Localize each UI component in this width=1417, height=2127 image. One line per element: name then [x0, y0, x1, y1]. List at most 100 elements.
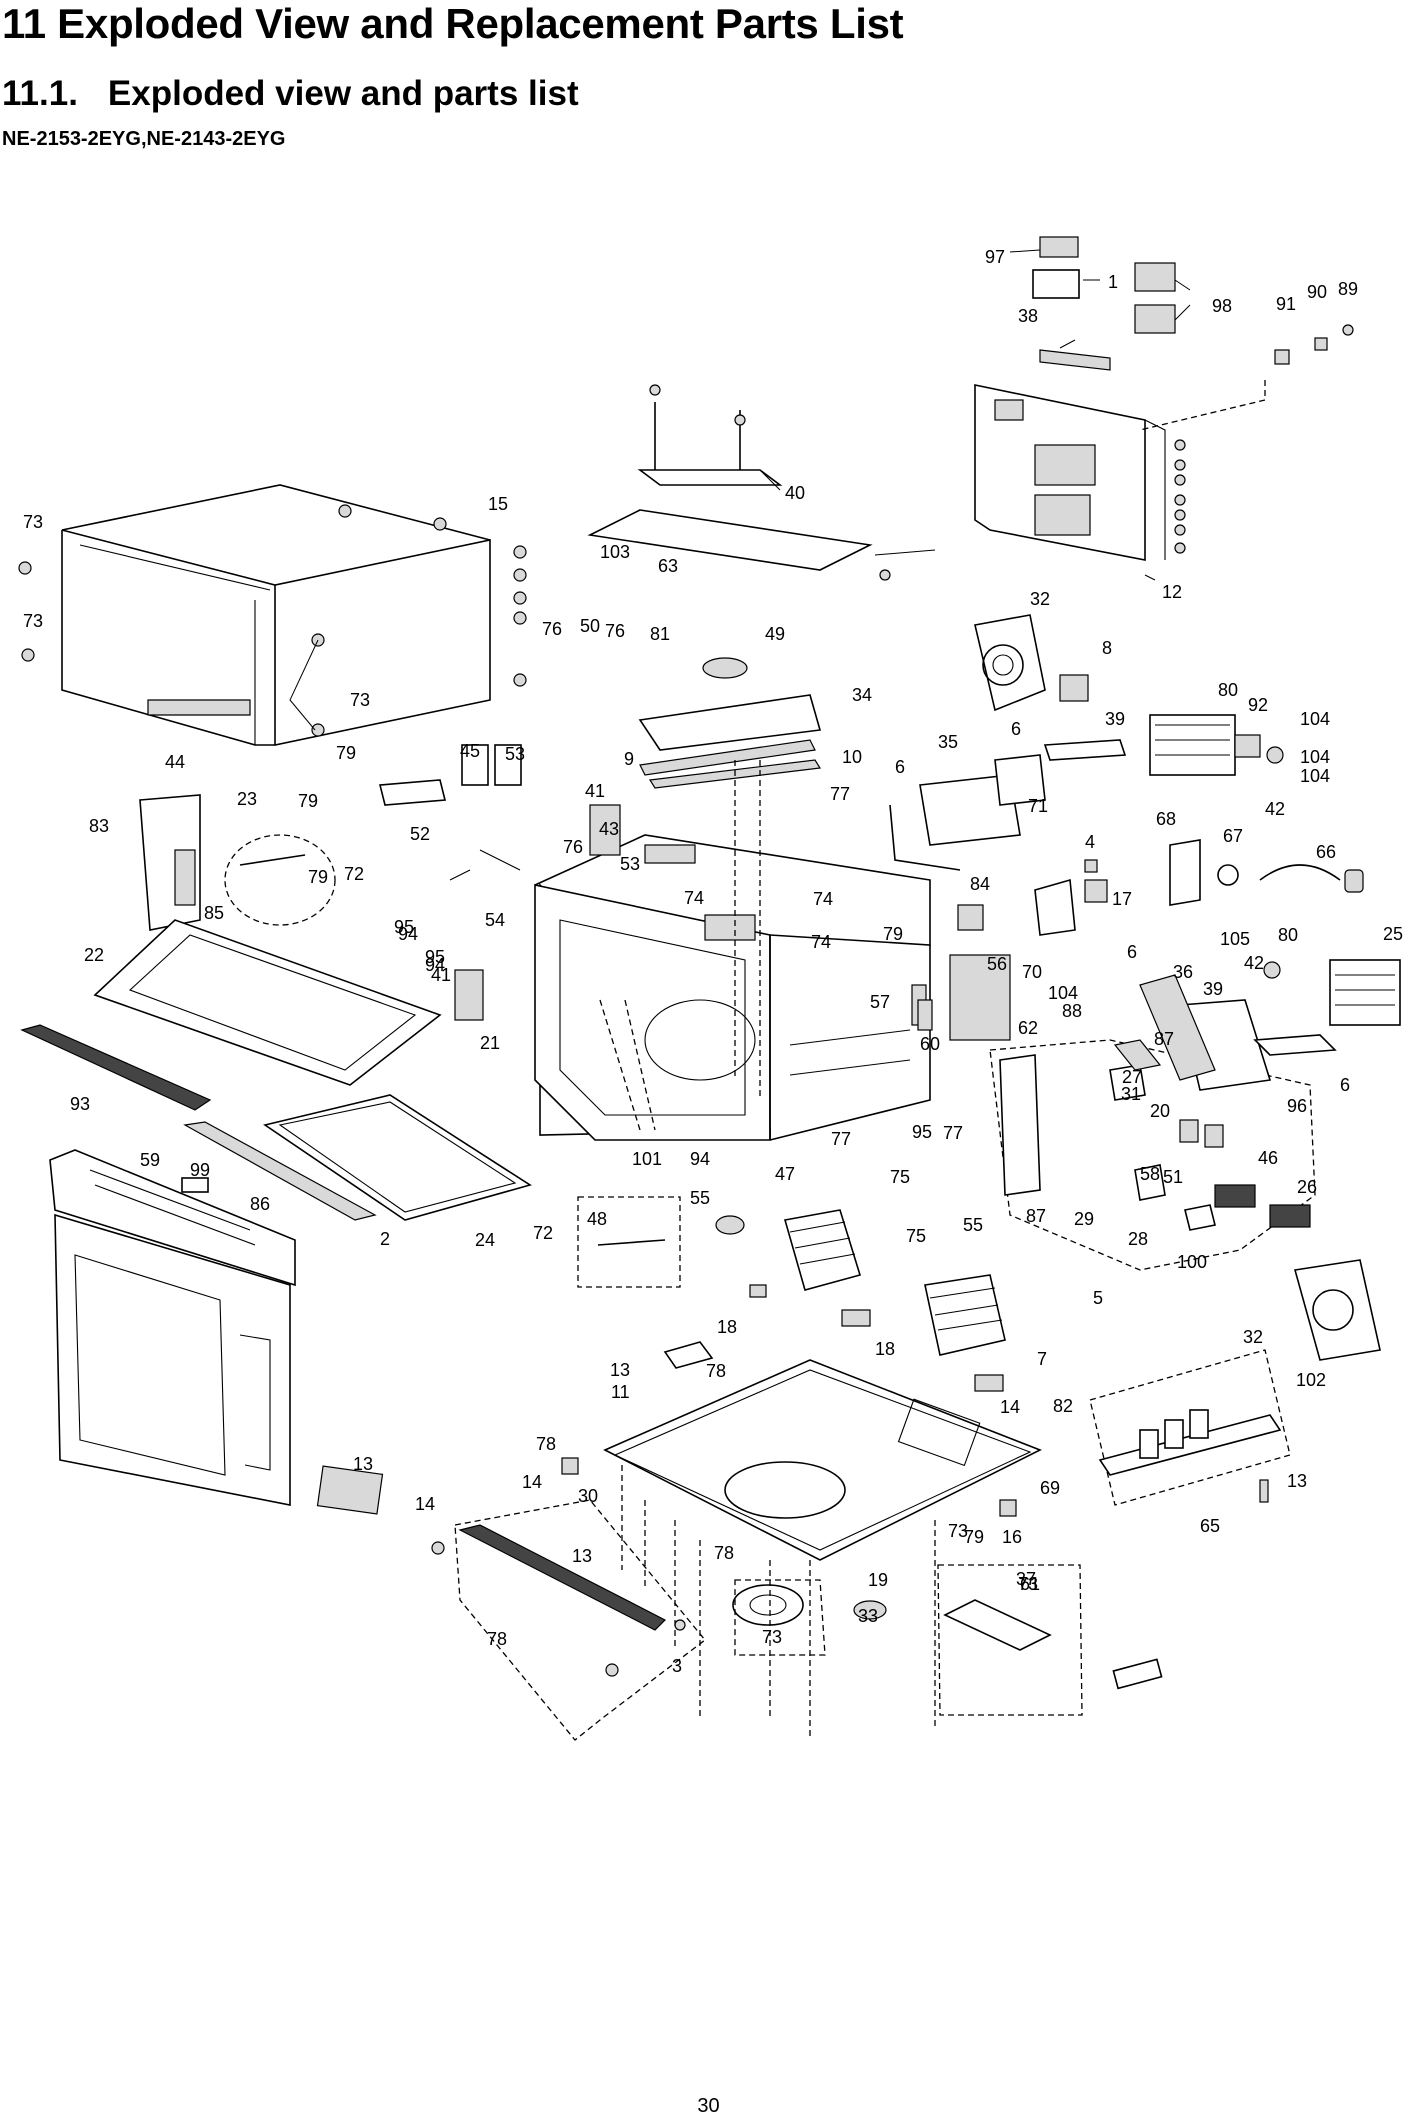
callout-38: 38: [1018, 306, 1038, 326]
part-33-group: [454, 1499, 706, 1741]
part-45b: [494, 744, 522, 786]
callout-99: 99: [190, 1160, 210, 1180]
callout-42: 42: [1244, 953, 1264, 973]
callout-19: 19: [868, 1570, 888, 1590]
part-97: [1039, 236, 1079, 258]
callout-17: 17: [1112, 889, 1132, 909]
callout-76: 76: [605, 621, 625, 641]
callout-81: 81: [650, 624, 670, 644]
callout-23: 23: [237, 789, 257, 809]
callout-46: 46: [1258, 1148, 1278, 1168]
callout-29: 29: [1074, 1209, 1094, 1229]
part-70: [1034, 878, 1076, 936]
callout-95: 95: [912, 1122, 932, 1142]
outer-cabinet: [61, 484, 491, 746]
callout-42: 42: [1265, 799, 1285, 819]
callout-32: 32: [1243, 1327, 1263, 1347]
part-39a: [1043, 739, 1127, 761]
callout-6: 6: [1127, 942, 1137, 962]
subsection-heading: 11.1.Exploded view and parts list: [2, 74, 579, 114]
part-85: [174, 849, 196, 906]
callout-74: 74: [684, 888, 704, 908]
callout-4: 4: [1085, 832, 1095, 852]
part-13d: [999, 1499, 1017, 1517]
callout-5: 5: [1093, 1288, 1103, 1308]
part-84: [957, 904, 984, 931]
callout-95: 95: [425, 947, 445, 967]
part-67: [1217, 864, 1239, 886]
callout-86: 86: [250, 1194, 270, 1214]
part-102: [749, 1284, 767, 1298]
callout-92: 92: [1248, 695, 1268, 715]
part-42b: [1263, 961, 1281, 979]
part-39b: [1253, 1034, 1337, 1056]
callout-24: 24: [475, 1230, 495, 1250]
transformer-55a: [783, 1209, 862, 1291]
callout-65: 65: [1200, 1516, 1220, 1536]
callout-91: 91: [1276, 294, 1296, 314]
callout-37: 37: [1016, 1569, 1036, 1589]
callout-85: 85: [204, 903, 224, 923]
callout-18: 18: [875, 1339, 895, 1359]
part-18a: [841, 1309, 871, 1327]
callout-14: 14: [1000, 1397, 1020, 1417]
part-35: [919, 774, 1021, 846]
callout-97: 97: [985, 247, 1005, 267]
callout-79: 79: [964, 1527, 984, 1547]
part-23-group: [224, 834, 336, 926]
blower-fan-bottom: [1293, 1259, 1381, 1361]
part-4: [1084, 859, 1098, 873]
callout-78: 78: [487, 1629, 507, 1649]
callout-78: 78: [706, 1361, 726, 1381]
blower-fan-top: [974, 614, 1046, 712]
base-plate: [603, 1359, 1042, 1561]
callout-34: 34: [852, 685, 872, 705]
callout-76: 76: [563, 837, 583, 857]
callout-6: 6: [1011, 719, 1021, 739]
top-panel-assembly: [587, 384, 891, 581]
part-66: [1259, 864, 1341, 881]
assembly-guide-lines: [599, 760, 936, 1740]
callout-76: 76: [542, 619, 562, 639]
callout-1: 1: [1108, 272, 1118, 292]
callout-89: 89: [1338, 279, 1358, 299]
part-43: [644, 844, 696, 864]
part-98a: [1134, 262, 1176, 292]
section-title: 11 Exploded View and Replacement Parts L…: [2, 0, 904, 47]
callout-39: 39: [1105, 709, 1125, 729]
part-82-group: [1089, 1349, 1291, 1506]
callout-33: 33: [858, 1606, 878, 1626]
part-58: [1204, 1124, 1224, 1148]
callout-13: 13: [1287, 1471, 1307, 1491]
callout-48: 48: [587, 1209, 607, 1229]
callout-14: 14: [415, 1494, 435, 1514]
callout-73: 73: [350, 690, 370, 710]
part-90: [1314, 337, 1328, 351]
callout-77: 77: [831, 1129, 851, 1149]
callout-16: 16: [1002, 1527, 1022, 1547]
callout-77: 77: [943, 1123, 963, 1143]
callout-63: 63: [658, 556, 678, 576]
cap-a: [1139, 1429, 1159, 1459]
part-8: [1059, 674, 1089, 702]
callout-20: 20: [1150, 1101, 1170, 1121]
subsection-number: 11.1.: [2, 74, 78, 113]
callout-69: 69: [1040, 1478, 1060, 1498]
callout-6: 6: [895, 757, 905, 777]
cap-b: [1164, 1419, 1184, 1449]
part-28: [1184, 1204, 1216, 1231]
callout-102: 102: [1296, 1370, 1326, 1390]
callout-96: 96: [1287, 1096, 1307, 1116]
part-51: [1214, 1184, 1256, 1208]
part-45a: [461, 744, 489, 786]
callout-8: 8: [1102, 638, 1112, 658]
callout-50: 50: [580, 616, 600, 636]
callout-79: 79: [308, 867, 328, 887]
part-27: [1109, 1064, 1146, 1101]
callout-98: 98: [1212, 296, 1232, 316]
part-60: [949, 954, 1011, 1041]
callout-59: 59: [140, 1150, 160, 1170]
callout-22: 22: [84, 945, 104, 965]
part-57: [917, 999, 933, 1031]
callout-105: 105: [1220, 929, 1250, 949]
